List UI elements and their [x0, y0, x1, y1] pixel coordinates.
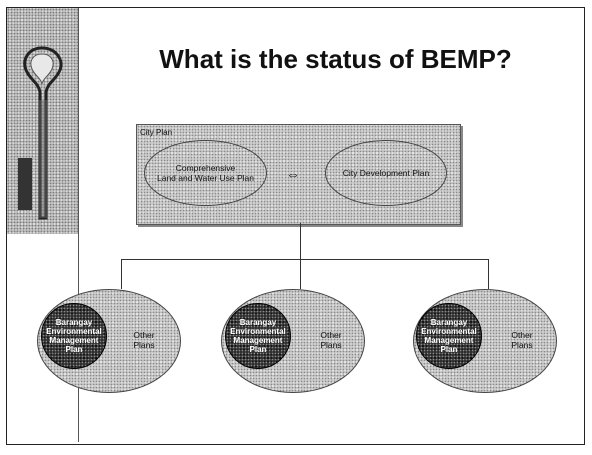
barangay-bemp-circle: Barangay Environmental Management Plan	[416, 303, 482, 369]
double-arrow-icon: ⇔	[286, 166, 300, 182]
oval-line: Land and Water Use Plan	[156, 173, 255, 183]
bemp-line: Management	[233, 336, 283, 345]
bemp-line: Barangay	[430, 318, 468, 327]
oval-line: Comprehensive	[175, 163, 236, 173]
bemp-line: Environmental	[46, 327, 102, 336]
slide-title: What is the status of BEMP?	[159, 44, 512, 74]
city-plan-label: City Plan	[140, 128, 173, 137]
bemp-line: Plan	[249, 345, 267, 354]
other-line: Other	[320, 330, 342, 340]
connector-right	[488, 259, 489, 289]
other-plans-label: Other Plans	[311, 330, 351, 350]
bemp-line: Management	[424, 336, 474, 345]
bemp-line: Plan	[65, 345, 83, 354]
connector-left	[121, 259, 122, 289]
bemp-line: Management	[49, 336, 99, 345]
bemp-line: Plan	[440, 345, 458, 354]
other-line: Plans	[133, 340, 155, 350]
city-development-plan-oval: City Development Plan	[325, 140, 447, 206]
other-line: Plans	[511, 340, 533, 350]
barangay-bemp-circle: Barangay Environmental Management Plan	[41, 303, 107, 369]
other-line: Other	[133, 330, 155, 340]
connector-middle	[300, 259, 301, 289]
oval-line: City Development Plan	[342, 168, 430, 178]
other-line: Plans	[320, 340, 342, 350]
land-water-use-plan-oval: Comprehensive Land and Water Use Plan	[144, 140, 267, 206]
barangay-bemp-circle: Barangay Environmental Management Plan	[225, 303, 291, 369]
sidebar-divider	[78, 8, 79, 442]
logo-pin-icon	[18, 46, 63, 220]
other-plans-label: Other Plans	[502, 330, 542, 350]
other-line: Other	[511, 330, 533, 340]
bemp-line: Barangay	[55, 318, 93, 327]
bemp-line: Environmental	[230, 327, 286, 336]
other-plans-label: Other Plans	[124, 330, 164, 350]
connector-horizontal	[121, 259, 489, 260]
bemp-line: Barangay	[239, 318, 277, 327]
connector-vertical-main	[300, 223, 301, 260]
bemp-line: Environmental	[421, 327, 477, 336]
